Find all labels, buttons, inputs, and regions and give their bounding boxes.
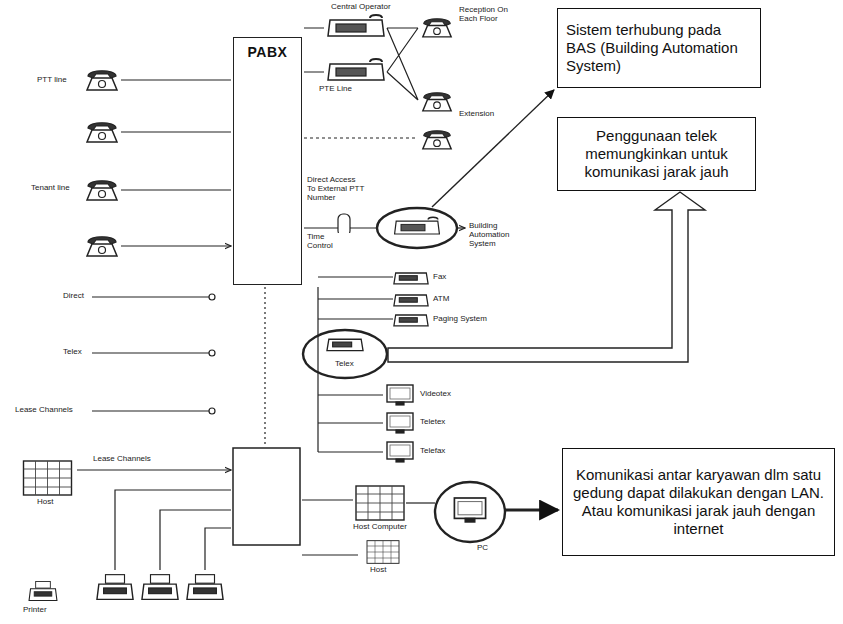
device-label: Lease Channels bbox=[92, 455, 152, 464]
device-label: Telex bbox=[334, 360, 355, 369]
device-label: PTE Line bbox=[318, 85, 353, 94]
device-label: Host bbox=[36, 498, 54, 507]
device-label: ATM bbox=[432, 295, 450, 304]
device-label: Central Operator bbox=[330, 3, 392, 12]
pabx-box: PABX bbox=[233, 37, 302, 285]
device-label: Host Computer bbox=[352, 523, 424, 532]
device-label: Tenant line bbox=[30, 184, 71, 193]
device-label: Reception On Each Floor bbox=[458, 6, 522, 24]
callout-box: Sistem terhubung pada BAS (Building Auto… bbox=[557, 8, 761, 88]
device-label: Building Automation System bbox=[468, 222, 532, 248]
device-label: Direct Access To External PTT Number bbox=[306, 176, 366, 202]
device-label: PC bbox=[476, 544, 489, 553]
device-label: Extension bbox=[458, 110, 495, 119]
device-label: Telefax bbox=[419, 447, 446, 456]
node-text: PABX bbox=[234, 44, 301, 60]
device-label: Telex bbox=[62, 348, 83, 357]
device-label: PTT line bbox=[36, 76, 68, 85]
device-label: Lease Channels bbox=[14, 406, 74, 415]
callout-box: Komunikasi antar karyawan dlm satu gedun… bbox=[562, 448, 835, 556]
callout-box: Penggunaan telek memungkinkan untuk komu… bbox=[557, 117, 756, 191]
device-label: Direct bbox=[62, 292, 85, 301]
device-label: Host bbox=[369, 566, 387, 575]
device-label: Videotex bbox=[419, 390, 452, 399]
device-label: Time Control bbox=[306, 233, 352, 251]
node-text: Komunikasi antar karyawan dlm satu gedun… bbox=[571, 466, 826, 538]
node-text: Sistem terhubung pada BAS (Building Auto… bbox=[566, 21, 752, 75]
device-label: Printer bbox=[22, 606, 48, 615]
device-label: Fax bbox=[432, 273, 447, 282]
device-label: Paging System bbox=[432, 315, 488, 324]
node-text: Penggunaan telek memungkinkan untuk komu… bbox=[566, 127, 747, 181]
device-label: Teletex bbox=[419, 418, 446, 427]
